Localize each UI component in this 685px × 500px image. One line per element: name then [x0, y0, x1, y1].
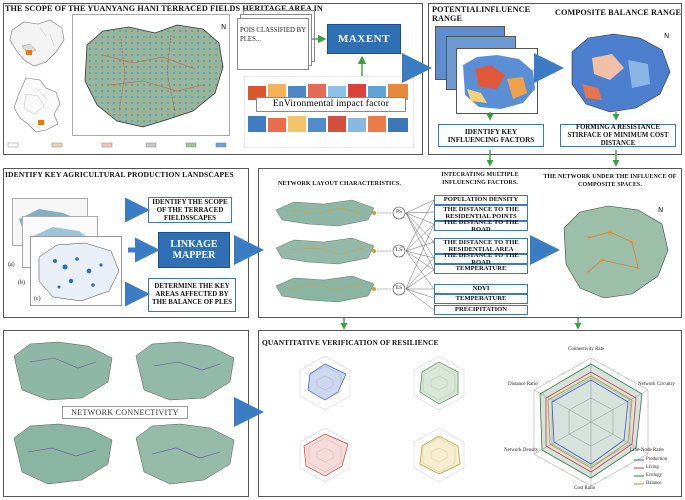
- subfig-a-label: (a): [8, 262, 15, 268]
- svg-text:N: N: [658, 206, 663, 214]
- radar-axis-label-2: Line-Node Ratio: [630, 448, 664, 453]
- radar-chart-balance: [384, 420, 494, 490]
- factor-ndvi: NDVI: [434, 284, 528, 294]
- connectivity-map-3: [8, 418, 120, 490]
- env-factor-maps: [244, 76, 414, 148]
- potential-map-front: [456, 48, 538, 114]
- maxent-box: MAXENT: [327, 24, 401, 54]
- network-connectivity-label: NETWORK CONNECTIVITY: [62, 406, 188, 419]
- factor-temperature-1: TEMPERATURE: [434, 264, 528, 274]
- radar-chart-living: [384, 350, 494, 416]
- radar-axis-label-1: Network Circuitry: [638, 382, 675, 387]
- resistance-surface-box: FORMING A RESISTANCE STIRFACE OF MINIMUM…: [560, 124, 676, 147]
- factor-distance-road-2: THE DISTANCE TO THE ROAD: [434, 252, 528, 266]
- env-factor-label: EnVironmental impact factor: [256, 97, 406, 112]
- legend-production: Production: [646, 457, 668, 462]
- factor-distance-residential-area: THE DISTANCE TO THE RESIDENTIAL AREA: [434, 238, 528, 254]
- factor-precipitation: PRECIPITATION: [434, 305, 528, 315]
- network-under-title: THE NETWORK UNDER THE INFLUENCE OF COMPO…: [543, 174, 677, 188]
- factor-population-density: POPULATION DENSITY: [434, 195, 528, 205]
- potential-title: POTENTIALINFLUENCE RANGE: [432, 5, 531, 23]
- subfig-b-label: (b): [18, 280, 25, 286]
- agri-panel-title: IDENTIFY KEY AGRICULTURAL PRODUCTION LAN…: [5, 170, 234, 179]
- resilience-legend: [632, 456, 678, 492]
- factor-distance-road-1: THE DISTANCE TO THE ROAD: [434, 219, 528, 233]
- study-area-map: N: [72, 14, 230, 136]
- network-map-ps: [272, 196, 380, 230]
- node-es: ES: [395, 285, 403, 291]
- study-map-legend: [6, 140, 242, 150]
- svg-text:N: N: [664, 32, 669, 40]
- radar-axis-label-0: Connectivity Rate: [568, 347, 605, 352]
- radar-axis-label-3: Cost Ratio: [574, 486, 596, 491]
- legend-balance: Balance: [646, 481, 662, 486]
- legend-living: Living: [646, 465, 659, 470]
- network-layout-title: NETWORK LAYOUT CHARACTERISTICS.: [278, 181, 401, 187]
- composite-network-map: N: [558, 198, 674, 306]
- identify-factors-box: IDENTIFY KEY INFLUENCING FACTORS: [438, 124, 544, 147]
- factor-temperature-2: TEMPERATURE: [434, 294, 528, 304]
- composite-balance-map: N: [566, 28, 674, 116]
- identify-scope-box: IDENTIFY THE SCOPE OF THE TERRACED FIELD…: [148, 197, 232, 223]
- determine-areas-box: DETERMINE THE KEY AREAS AFFECTED BY THE …: [148, 278, 236, 312]
- linkage-mapper-box: LINKAGE MAPPER: [158, 232, 230, 268]
- connectivity-map-1: [8, 336, 120, 406]
- svg-text:N: N: [221, 23, 226, 31]
- composite-title: COMPOSITE BALANCE RANGE: [555, 8, 682, 17]
- integrating-title: INTECRATING MULTIPLE INFLUENCING FACTORS…: [441, 172, 519, 186]
- connectivity-map-2: [130, 336, 242, 406]
- node-ls: LS: [395, 247, 403, 253]
- china-locator-map: [6, 16, 68, 72]
- radar-chart-combined: [506, 340, 676, 492]
- factor-distance-residential-points: THE DISTANCE TO THE RESIDENTIAL POINTS: [434, 205, 528, 221]
- radar-chart-ecology: [270, 420, 380, 490]
- network-map-es: [272, 272, 380, 306]
- pois-sheet-front: [237, 18, 309, 70]
- resilience-title: QUANTITATIVE VERIFICATION OF RESILIENCE: [262, 338, 439, 347]
- yunnan-locator-map: [6, 74, 68, 136]
- radar-chart-production: [270, 350, 380, 416]
- pois-label: POIS CLASSIFIED BY PLES...: [240, 27, 306, 43]
- scope-panel-title: THE SCOPE OF THE YUANYANG HANI TERRACED …: [5, 4, 323, 13]
- radar-axis-label-4: Network Density: [504, 448, 539, 453]
- subfig-c-label: (c): [34, 296, 41, 302]
- legend-ecology: Ecology: [646, 473, 662, 478]
- connectivity-map-4: [130, 418, 242, 490]
- terrace-map-c: [30, 236, 122, 306]
- radar-axis-label-5: Distance Ratio: [508, 382, 538, 387]
- network-map-ls: [272, 234, 380, 268]
- node-ps: PS: [395, 209, 403, 215]
